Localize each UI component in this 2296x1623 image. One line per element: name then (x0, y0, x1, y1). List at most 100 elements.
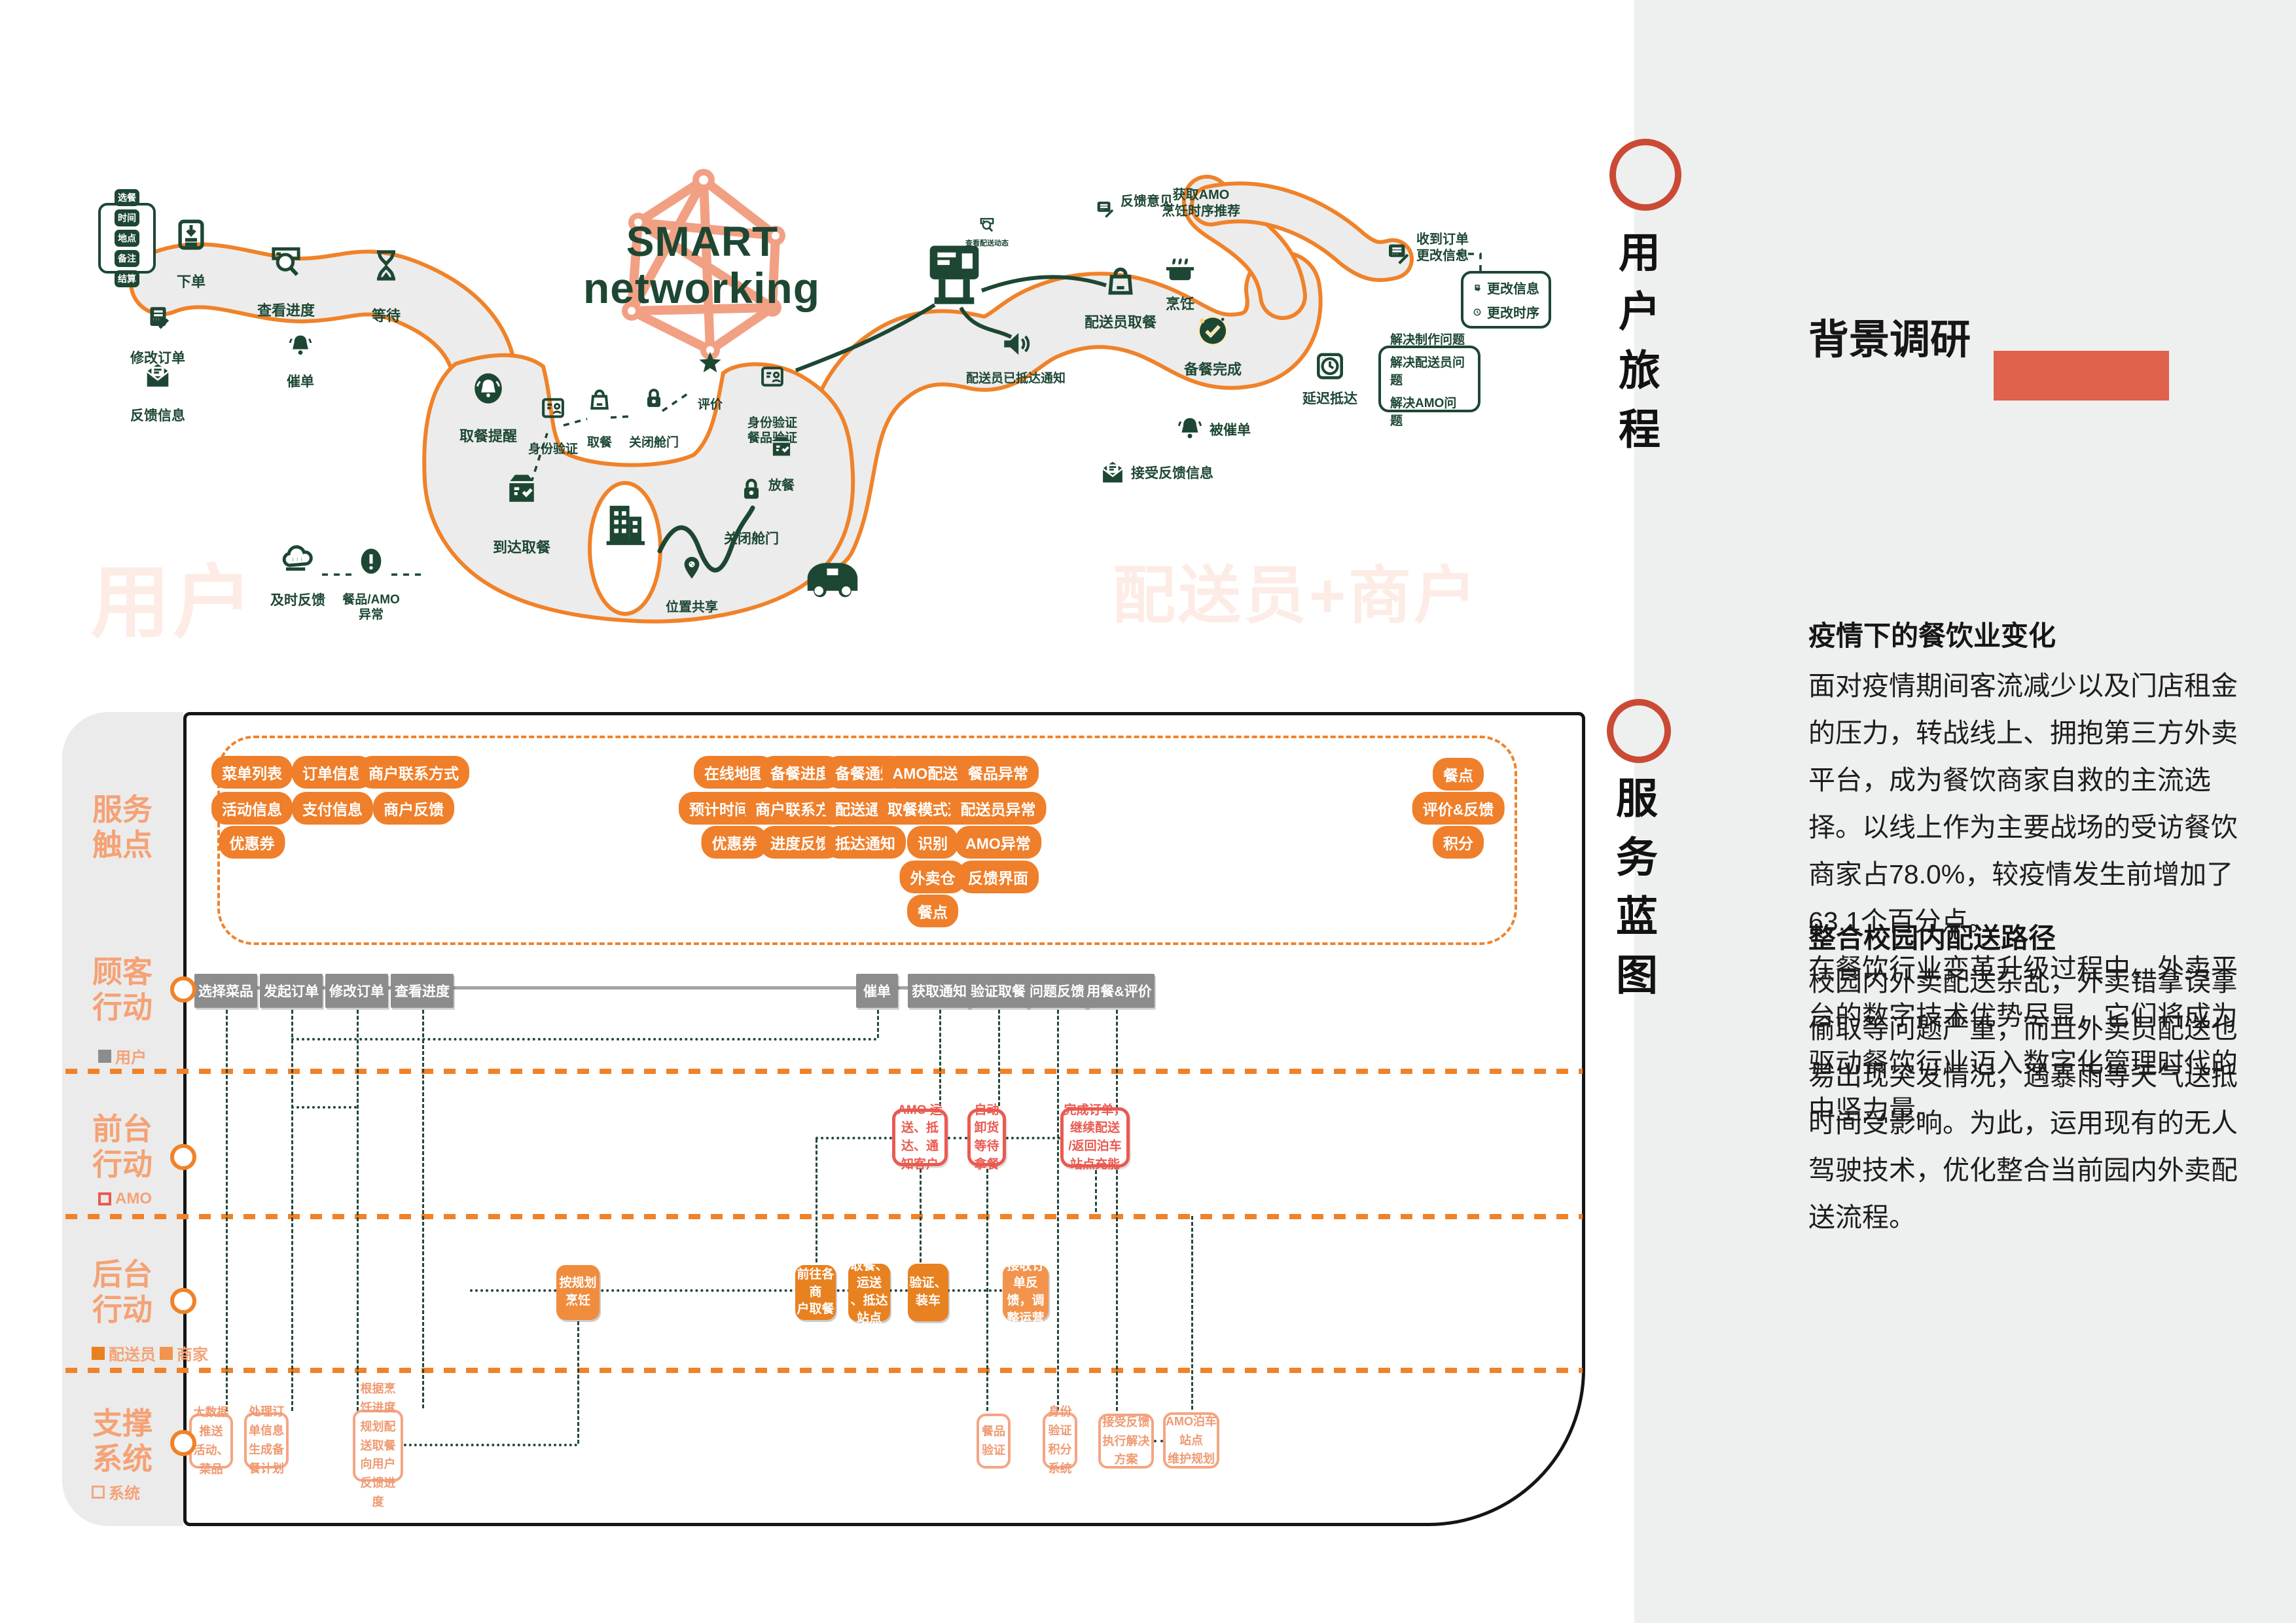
support-box: 处理订单信息 生成备餐计划 (244, 1405, 289, 1475)
clipboard-icon (173, 217, 209, 252)
envelope-icon-holder (1099, 459, 1126, 490)
journey-label: 烹饪 (1165, 295, 1195, 312)
research-body-1: 面对疫情期间客流减少以及门店租金的压力，转战线上、拥抱第三方外卖平台，成为餐饮商… (1808, 671, 2238, 1125)
order-option-tag: 结算 (115, 270, 139, 287)
pin-icon (678, 554, 706, 582)
journey-label: 关闭舱门 (724, 531, 779, 547)
logo-text-bottom: networking (583, 264, 821, 312)
journey-label: 下单 (176, 273, 206, 290)
legend-swatch (160, 1346, 173, 1360)
blueprint-section-ring (1607, 699, 1671, 763)
journey-label: 查看配送动态 (965, 240, 1009, 248)
connector-horizontal (816, 1137, 892, 1139)
frontstage-box: AMO 运送、抵 达、通知客户 (892, 1103, 948, 1171)
research-heading-1: 疫情下的餐饮业变化 (1808, 620, 2056, 651)
chatdoc-icon (1384, 240, 1412, 268)
magnifier-icon (268, 244, 304, 279)
legend-swatch (92, 1346, 105, 1360)
building-icon (599, 497, 651, 550)
network-logo-graphic (622, 169, 785, 360)
touchpoint-tag: 菜单列表 (211, 756, 293, 789)
bell-icon (287, 332, 314, 359)
support-box: 接受反馈 执行解决方案 (1098, 1414, 1154, 1469)
journey-label: 被催单 (1210, 423, 1251, 438)
idcard-icon (759, 363, 786, 391)
envelope-icon (143, 361, 173, 391)
research-title: 背景调研 (1808, 317, 1971, 363)
customer-action-box: 发起订单 (260, 974, 323, 1008)
magnifier-icon-holder (268, 244, 304, 283)
touchpoint-tag: 反馈界面 (958, 861, 1039, 893)
lane-circle (170, 1144, 196, 1170)
bag-icon (586, 387, 613, 413)
chatdoc-icon-holder (1094, 198, 1116, 224)
connector-vertical (816, 1139, 817, 1262)
connector-vertical (1116, 1004, 1118, 1411)
customer-action-box: 催单 (856, 974, 898, 1008)
solution-line: 解决配送员问题 (1390, 355, 1465, 387)
touchpoint-tag: 优惠券 (701, 826, 768, 859)
order-options-box: 选餐时间地点备注结算 (98, 189, 156, 287)
row-legend: 用户 (98, 1044, 147, 1067)
connector-vertical (939, 1004, 941, 1106)
bag-icon (1103, 264, 1138, 299)
change-options-box: 更改信息更改时序 (1461, 271, 1551, 329)
connector-vertical (357, 1004, 359, 1411)
timer-icon (1473, 304, 1482, 320)
journey-label: 接受反馈信息 (1131, 466, 1213, 482)
journey-label: 餐品/AMO 异常 (342, 592, 400, 622)
legend-swatch (98, 1049, 111, 1063)
support-box: 根据烹饪进度 规划配送取餐 向用户反馈进度 (353, 1382, 403, 1508)
blueprint-label-column (62, 712, 183, 1526)
customer-action-box: 获取通知 (908, 974, 971, 1008)
row-label: 后台 行动 (92, 1257, 152, 1327)
journey-label: 延迟抵达 (1302, 391, 1357, 407)
legend-swatch (98, 1192, 111, 1205)
lane-separator (65, 1214, 1583, 1219)
cloud-icon (280, 540, 315, 575)
connector-vertical (998, 1004, 1000, 1106)
magnifier-icon-holder (978, 217, 996, 237)
checkcircle-icon (1194, 313, 1231, 349)
row-legend: 配送员商家 (92, 1342, 208, 1364)
magnifier-icon (978, 217, 996, 234)
connector-vertical (1095, 1170, 1097, 1212)
support-box: 餐品验证 (977, 1414, 1011, 1469)
touchpoint-tag: 餐点 (907, 895, 958, 927)
touchpoint-tag: 积分 (1433, 826, 1484, 859)
journey-label: 取餐 (586, 435, 613, 450)
boxcheck-icon-holder (502, 469, 541, 511)
lock-icon (641, 385, 667, 412)
star-icon (696, 349, 724, 377)
lane-separator (65, 1368, 1583, 1373)
connector-vertical (577, 1321, 579, 1444)
journey-label: 等待 (371, 307, 401, 324)
cloud-icon-holder (280, 540, 315, 579)
docedit-icon (1473, 280, 1482, 296)
lock-icon-holder (737, 475, 766, 507)
building-icon-holder (599, 497, 651, 553)
bell-icon (1175, 414, 1204, 443)
journey-label: 配送员取餐 (1084, 313, 1157, 330)
change-option: 更改时序 (1473, 302, 1539, 321)
chatdoc-icon (1094, 198, 1116, 221)
bag-icon-holder (586, 387, 613, 416)
touchpoint-tag: 优惠券 (219, 826, 285, 859)
connector-horizontal (1154, 1440, 1163, 1442)
journey-label: 关闭舱门 (628, 435, 679, 450)
boxcheck-icon (502, 469, 541, 508)
order-option-tag: 时间 (115, 209, 139, 226)
docedit-icon-holder (143, 303, 173, 336)
research-title-accent (1994, 351, 2169, 401)
connector-vertical (291, 1004, 293, 1411)
idcard-icon (539, 395, 567, 422)
speaker-icon-holder (999, 328, 1032, 364)
envelope-icon-holder (143, 361, 173, 394)
legend-label: 用户 (115, 1049, 147, 1067)
row-label: 服务 触点 (92, 793, 152, 863)
bellbadge-icon (471, 372, 505, 406)
journey-label: 收到订单 更改信息 (1416, 232, 1469, 263)
logo-text-top: SMART (626, 218, 779, 265)
lane-circle (170, 976, 196, 1003)
connector-horizontal (948, 1137, 967, 1139)
